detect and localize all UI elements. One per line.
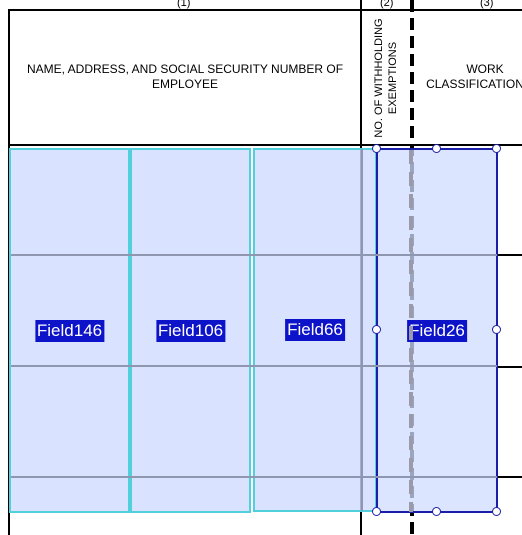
resize-handle-bottom-left[interactable] <box>372 507 381 516</box>
col2-header-line2: EXEMPTIONS <box>387 41 399 115</box>
resize-handle-middle-left[interactable] <box>372 325 381 334</box>
resize-handle-top-right[interactable] <box>492 144 501 153</box>
col2-header-line1: NO. OF WITHHOLDING <box>373 18 385 138</box>
col2-number: (2) <box>380 0 394 9</box>
resize-handle-bottom-right[interactable] <box>492 507 501 516</box>
field-label: Field26 <box>407 319 467 342</box>
col1-header: NAME, ADDRESS, AND SOCIAL SECURITY NUMBE… <box>26 62 344 91</box>
field-label: Field146 <box>34 319 105 342</box>
field-label: Field106 <box>155 319 226 342</box>
resize-handle-bottom-middle[interactable] <box>432 507 441 516</box>
col3-header: WORK CLASSIFICATION <box>426 62 522 92</box>
row-line-2 <box>11 365 497 367</box>
row-tick-1 <box>498 144 522 146</box>
resize-handle-top-left[interactable] <box>372 144 381 153</box>
row-line-3 <box>11 476 497 478</box>
resize-handle-middle-right[interactable] <box>492 325 501 334</box>
row-tick-4 <box>498 476 522 478</box>
col1-number: (1) <box>177 0 191 9</box>
row-tick-3 <box>498 366 522 368</box>
form-field-66[interactable]: Field66 <box>253 148 377 512</box>
top-border <box>9 9 522 11</box>
col2-header: NO. OF WITHHOLDING EXEMPTIONS <box>359 12 413 144</box>
row-line-1 <box>11 254 497 256</box>
header-bottom-border <box>9 144 522 146</box>
form-field-146[interactable]: Field146 <box>9 148 130 513</box>
row-tick-2 <box>498 254 522 256</box>
form-field-26[interactable]: Field26 <box>376 148 498 513</box>
left-border <box>8 9 10 535</box>
col3-header-line2: CLASSIFICATION <box>426 77 522 91</box>
gray-dashed-divider <box>409 150 413 512</box>
resize-handle-top-middle[interactable] <box>432 144 441 153</box>
col3-header-line1: WORK <box>466 62 504 76</box>
col-line <box>361 149 363 511</box>
field-label: Field66 <box>285 319 345 341</box>
col3-number: (3) <box>480 0 494 9</box>
form-field-106[interactable]: Field106 <box>130 148 251 513</box>
